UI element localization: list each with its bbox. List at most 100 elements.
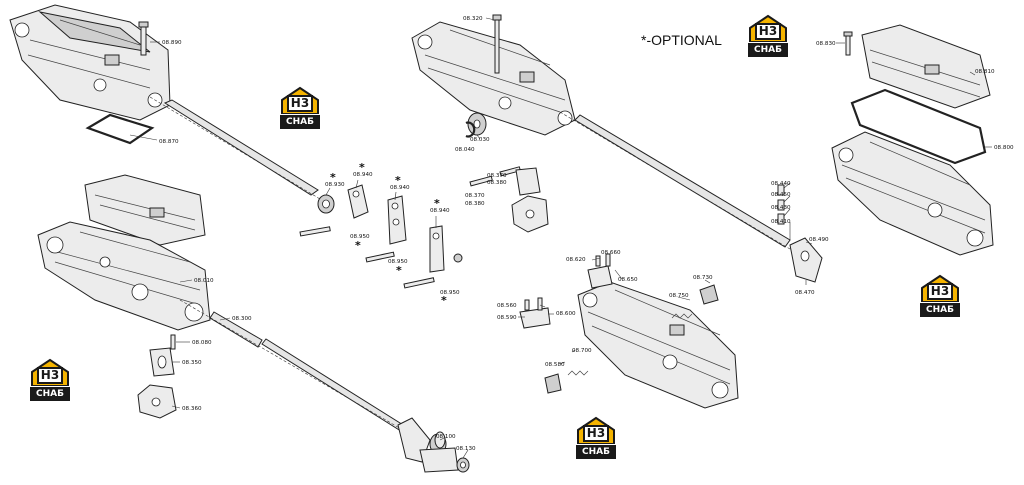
- label-08950-c: 08.950: [440, 290, 460, 296]
- label-08940-a: 08.940: [353, 172, 373, 178]
- optional-marker: *: [330, 171, 336, 184]
- label-08600: 08.600: [556, 311, 576, 317]
- label-08300: 08.300: [232, 316, 252, 322]
- bolt-08320: [492, 14, 502, 74]
- brand-logo: H3 СНАБ: [280, 86, 320, 130]
- label-08470: 08.470: [795, 290, 815, 296]
- bracket-top-center: [511, 195, 549, 233]
- label-08730: 08.730: [693, 275, 713, 281]
- label-08030: 08.030: [470, 137, 490, 143]
- label-08950-b: 08.950: [388, 259, 408, 265]
- label-08370-b: 08.370: [465, 193, 485, 199]
- label-08410: 08.410: [771, 219, 791, 225]
- gasket-08800: [850, 88, 987, 165]
- snap-ring-08040: [465, 121, 476, 138]
- pin-08080: [170, 334, 176, 350]
- label-08890: 08.890: [162, 40, 182, 46]
- label-08940-c: 08.940: [430, 208, 450, 214]
- bracket-08360: [137, 384, 177, 419]
- brand-sub: СНАБ: [280, 115, 320, 129]
- brand-mark: H3: [583, 425, 609, 442]
- label-08040: 08.040: [455, 147, 475, 153]
- optional-note: *-OPTIONAL: [641, 32, 722, 48]
- label-08380-b: 08.380: [465, 201, 485, 207]
- shaft-08300: [179, 299, 421, 441]
- brand-mark: H3: [287, 95, 313, 112]
- label-08590: 08.590: [497, 315, 517, 321]
- label-08750: 08.750: [669, 293, 689, 299]
- label-08010: 08.010: [194, 278, 214, 284]
- label-08320: 08.320: [463, 16, 483, 22]
- label-08660: 08.660: [601, 250, 621, 256]
- lever-08590: [519, 297, 551, 329]
- label-08830: 08.830: [816, 41, 836, 47]
- brand-logo: H3 СНАБ: [576, 416, 616, 460]
- label-08950-a: 08.950: [350, 234, 370, 240]
- housing-top-left: [9, 4, 171, 121]
- bushing-08350: [149, 347, 175, 377]
- optional-marker: *: [434, 197, 440, 210]
- bolt-08890: [138, 21, 149, 56]
- brand-logo: H3 СНАБ: [920, 274, 960, 318]
- brand-sub: СНАБ: [576, 445, 616, 459]
- bolts-08370-08380: [469, 166, 541, 196]
- lever-08650: [587, 253, 613, 289]
- spring-08750: [671, 313, 693, 319]
- optional-marker: *: [441, 294, 447, 307]
- shaft-top-center: [559, 111, 801, 256]
- label-08870: 08.870: [159, 139, 179, 145]
- brand-logo: H3 СНАБ: [30, 358, 70, 402]
- optional-markers: * * * * * * *: [330, 161, 447, 307]
- plug-08730: [699, 284, 719, 305]
- label-08440: 08.440: [771, 181, 791, 187]
- brand-sub: СНАБ: [920, 303, 960, 317]
- label-08100: 08.100: [436, 434, 456, 440]
- lever-08940-b: [387, 195, 407, 245]
- housing-top-center: [411, 21, 576, 136]
- cover-lower-left: [84, 174, 206, 246]
- housing-top-right: [831, 131, 994, 256]
- cap-08130: [456, 457, 470, 473]
- gasket-08870: [85, 113, 155, 145]
- bolt-08830: [843, 31, 853, 56]
- label-08380-a: 08.380: [487, 180, 507, 186]
- spring-08700: [567, 370, 589, 376]
- lever-assembly-bottom: [397, 417, 459, 473]
- housing-lower-center: [577, 281, 739, 409]
- label-08350: 08.350: [182, 360, 202, 366]
- optional-marker: *: [395, 174, 401, 187]
- label-08490: 08.490: [809, 237, 829, 243]
- shaft-top-left: [149, 96, 331, 206]
- brand-sub: СНАБ: [748, 43, 788, 57]
- label-08810: 08.810: [975, 69, 995, 75]
- optional-marker: *: [355, 239, 361, 252]
- label-08430: 08.430: [771, 205, 791, 211]
- lever-right-shaft: [777, 184, 823, 283]
- optional-marker: *: [396, 264, 402, 277]
- label-08560: 08.560: [497, 303, 517, 309]
- lever-08940-c: [429, 225, 445, 273]
- brand-mark: H3: [927, 283, 953, 300]
- label-08080: 08.080: [192, 340, 212, 346]
- cover-08810: [861, 24, 991, 109]
- label-08620: 08.620: [566, 257, 586, 263]
- brand-mark: H3: [755, 23, 781, 40]
- plug-08580: [544, 373, 562, 394]
- label-08800: 08.800: [994, 145, 1014, 151]
- optional-marker: *: [359, 161, 365, 174]
- label-08580: 08.580: [545, 362, 565, 368]
- label-08450: 08.450: [771, 192, 791, 198]
- part-labels: 08.890 08.870 08.010 08.300 08.080 08.35…: [159, 16, 1014, 452]
- bolts-08950: [299, 226, 463, 289]
- label-08360: 08.360: [182, 406, 202, 412]
- bushing-08930: [317, 194, 335, 214]
- brand-mark: H3: [37, 367, 63, 384]
- housing-lower-left: [37, 221, 211, 331]
- label-08940-b: 08.940: [390, 185, 410, 191]
- lever-08940-a: [347, 184, 369, 219]
- label-08370-a: 08.370: [487, 173, 507, 179]
- label-08650: 08.650: [618, 277, 638, 283]
- label-08130: 08.130: [456, 446, 476, 452]
